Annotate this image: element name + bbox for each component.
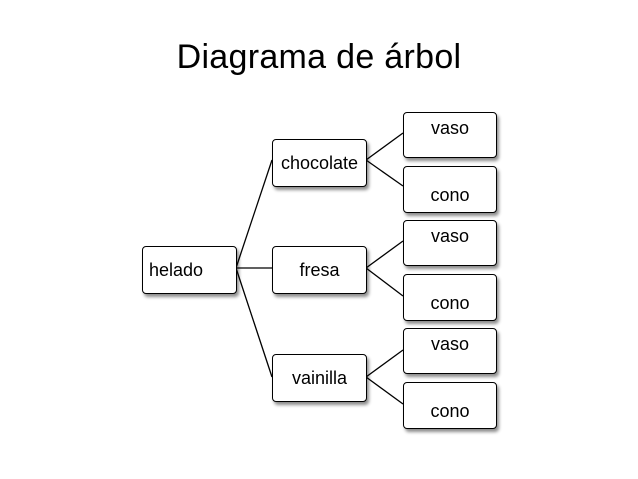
edge-chocolate-cono [365,159,404,187]
node-vainilla-cono: cono [403,382,497,429]
node-chocolate-vaso: vaso [403,112,497,158]
node-fresa-vaso: vaso [403,220,497,266]
edge-helado-chocolate [235,159,273,269]
diagram-title: Diagrama de árbol [176,38,462,76]
edge-chocolate-vaso [365,132,404,161]
edge-helado-vainilla [235,267,273,378]
edge-fresa-vaso [365,240,404,269]
node-vainilla: vainilla [272,354,367,402]
node-chocolate-cono: cono [403,166,497,213]
edge-vainilla-cono [365,376,404,405]
node-vainilla-vaso: vaso [403,328,497,374]
node-fresa: fresa [272,246,367,294]
node-chocolate: chocolate [272,139,367,187]
node-helado: helado [142,246,237,294]
node-fresa-cono: cono [403,274,497,321]
edge-vainilla-vaso [365,349,404,378]
edge-fresa-cono [365,267,404,297]
